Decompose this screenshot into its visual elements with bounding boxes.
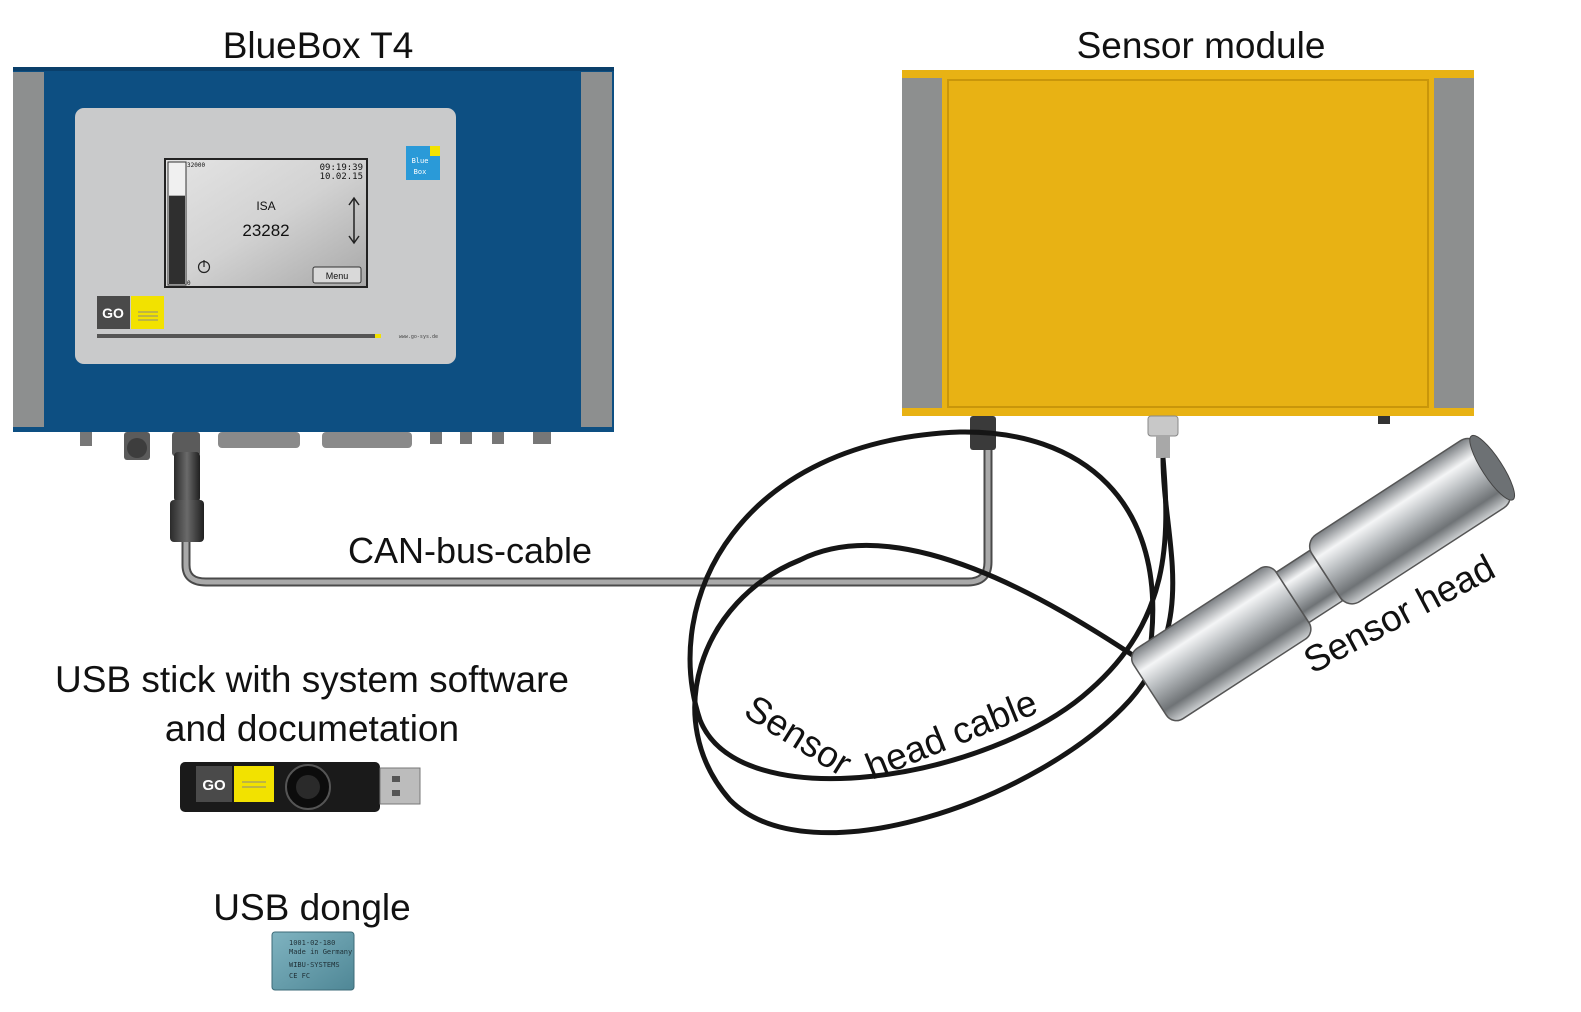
- sensor-module-left-rail: [902, 78, 942, 408]
- sensor-head-cable-a: [692, 457, 1176, 836]
- sensor-head: [1130, 434, 1516, 722]
- display-channel: ISA: [256, 199, 275, 213]
- up-down-arrow-icon[interactable]: [348, 196, 360, 245]
- sensor-module-right-rail: [1434, 78, 1474, 408]
- sensor-module-housing: [902, 70, 1474, 416]
- svg-text:WIBU-SYSTEMS: WIBU-SYSTEMS: [289, 961, 340, 969]
- svg-text:Menu: Menu: [326, 271, 349, 281]
- level-bar-fill: [169, 195, 185, 284]
- bluebox-display: 32000 0 09:19:39 10.02.15 ISA 23282 Menu: [164, 158, 368, 288]
- bluebox-t4: 32000 0 09:19:39 10.02.15 ISA 23282 Menu: [13, 67, 614, 460]
- panel-stripe: [97, 334, 379, 338]
- usb-stick: GO: [180, 762, 421, 812]
- bar-bottom-label: 0: [187, 280, 191, 287]
- can-connector-plug: [170, 452, 204, 542]
- svg-text:Blue: Blue: [412, 157, 429, 165]
- usb-dongle-label: USB dongle: [213, 887, 410, 928]
- bluebox-left-rail: [13, 72, 44, 427]
- svg-text:1001-02-180: 1001-02-180: [289, 939, 335, 947]
- bluebox-connectors: [80, 432, 551, 460]
- usb-stick-label-line1: USB stick with system software: [55, 659, 569, 700]
- display-date: 10.02.15: [320, 172, 363, 182]
- svg-text:CE FC: CE FC: [289, 972, 310, 980]
- usb-stick-label-line2: and documetation: [165, 708, 459, 749]
- website-label: www.go-sys.de: [399, 334, 438, 340]
- go-logo: GO: [97, 296, 164, 329]
- bar-top-label: 32000: [187, 162, 205, 169]
- bluebox-brand-badge: Blue Box: [406, 146, 440, 180]
- menu-button[interactable]: Menu: [312, 266, 362, 284]
- module-sensor-connector: [1147, 415, 1179, 437]
- sensor-module: [902, 70, 1474, 458]
- svg-text:Made in Germany: Made in Germany: [289, 948, 352, 956]
- display-value: 23282: [242, 221, 289, 240]
- bluebox-label: BlueBox T4: [223, 25, 414, 66]
- usb-dongle: 1001-02-180 Made in Germany WIBU-SYSTEMS…: [271, 931, 355, 991]
- bluebox-right-rail: [581, 72, 612, 427]
- usb-stick-logo: GO: [202, 777, 226, 794]
- sensor-module-label: Sensor module: [1077, 25, 1326, 66]
- svg-text:Box: Box: [414, 168, 427, 176]
- can-bus-cable-label: CAN-bus-cable: [348, 530, 592, 571]
- sensor-head-cable-b: [687, 429, 1169, 781]
- display-time: 09:19:39: [320, 163, 363, 173]
- power-icon[interactable]: [197, 260, 211, 274]
- svg-text:GO: GO: [102, 305, 124, 321]
- can-bus-cable: [183, 450, 991, 585]
